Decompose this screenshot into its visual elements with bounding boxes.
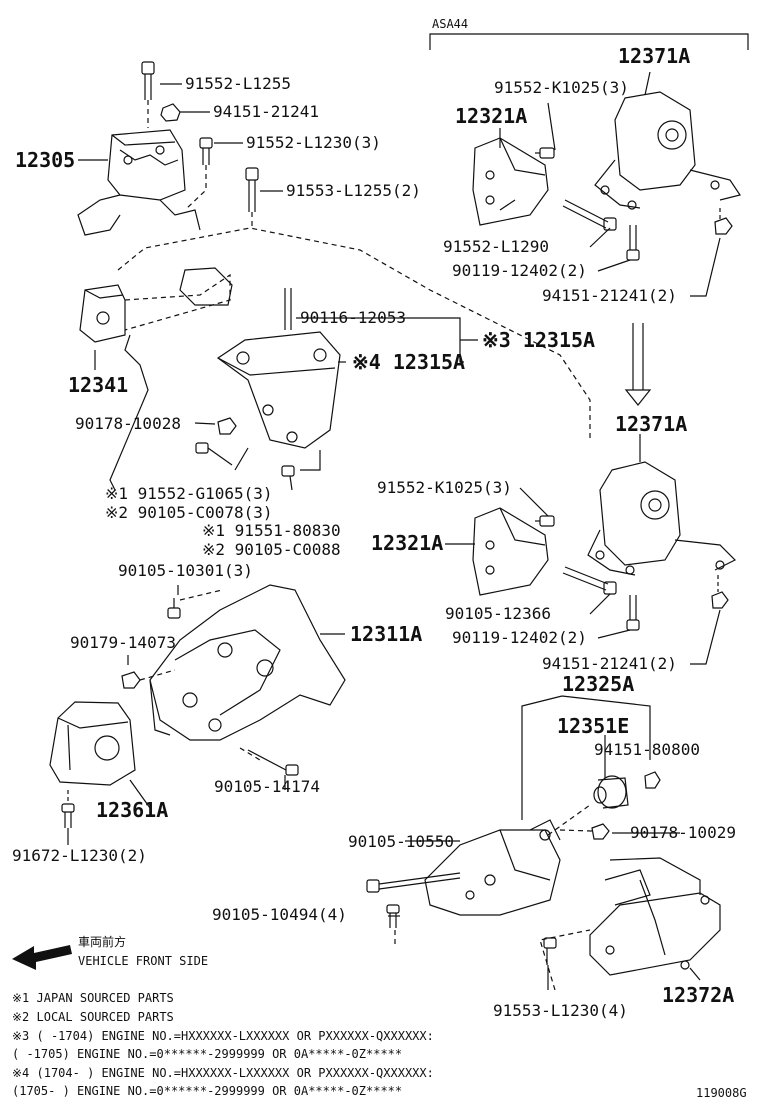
bolt-91552-L1255-drawing — [141, 61, 155, 100]
label-91552-L1255: 91552-L1255 — [185, 74, 291, 93]
front-side-label-en: VEHICLE FRONT SIDE — [78, 954, 209, 968]
bracket-12321A-mid-drawing — [472, 507, 549, 596]
label-12321A-mid: 12321A — [371, 531, 444, 555]
label-90105-10494-4: 90105-10494(4) — [212, 905, 347, 924]
label-12341: 12341 — [68, 373, 129, 397]
label-12315A-ref4: ※4 12315A — [352, 350, 466, 374]
label-90105-14174: 90105-14174 — [214, 777, 320, 796]
label-91553-L1255-2: 91553-L1255(2) — [286, 181, 421, 200]
label-90119-12402-2-mid: 90119-12402(2) — [452, 628, 587, 647]
bushing-12351E-drawing — [593, 775, 629, 809]
label-12315A-ref3: ※3 12315A — [482, 328, 596, 352]
label-90178-10029: 90178-10029 — [630, 823, 736, 842]
bolt-91552-G1065-drawing — [195, 442, 233, 466]
front-side-label-jp: 車両前方 — [78, 935, 127, 949]
label-90105-12366: 90105-12366 — [445, 604, 551, 623]
nut-90178-10028-drawing — [217, 417, 237, 435]
label-12311A: 12311A — [350, 622, 423, 646]
label-12305: 12305 — [15, 148, 76, 172]
bolt-91552-L1230-drawing — [199, 137, 213, 165]
bolt-90119-12402-top-drawing — [626, 225, 640, 261]
label-90105-10550: 90105-10550 — [348, 832, 454, 851]
nut-90178-10029-drawing — [591, 823, 610, 840]
label-94151-21241: 94151-21241 — [213, 102, 319, 121]
config-change-arrow — [624, 323, 652, 406]
bolt-90105-10301-drawing — [167, 598, 181, 619]
bolt-90119-12402-mid-drawing — [626, 595, 640, 631]
label-12371A-top: 12371A — [618, 44, 691, 68]
label-12351E: 12351E — [557, 714, 630, 738]
bolt-91552-K1025-mid-drawing — [535, 515, 555, 527]
label-94151-21241-2-top: 94151-21241(2) — [542, 286, 677, 305]
bracket-12372A-drawing — [589, 857, 721, 976]
note-2: ※2 LOCAL SOURCED PARTS — [12, 1010, 174, 1024]
engine-mount-12305-drawing — [77, 129, 201, 236]
label-91552-G1065-3: ※1 91552-G1065(3) — [105, 484, 273, 503]
bolt-91553-L1230-drawing — [543, 937, 557, 965]
label-12361A: 12361A — [96, 798, 169, 822]
label-91553-L1230-4: 91553-L1230(4) — [493, 1001, 628, 1020]
bolt-90105-14174-drawing — [247, 749, 299, 776]
label-91672-L1230-2: 91672-L1230(2) — [12, 846, 147, 865]
mount-12371A-mid-drawing — [587, 461, 737, 576]
front-direction-arrow — [12, 945, 72, 970]
bracket-12315A-drawing — [216, 288, 341, 449]
nut-94151-80800-drawing — [644, 771, 661, 789]
bolt-91672-L1230-drawing — [61, 790, 75, 828]
label-91552-L1290: 91552-L1290 — [443, 237, 549, 256]
label-90105-10301-3: 90105-10301(3) — [118, 561, 253, 580]
bolt-91552-L1290-drawing — [562, 199, 617, 231]
label-90116-12053: 90116-12053 — [300, 308, 406, 327]
mount-12361A-drawing — [49, 701, 136, 786]
note-4b: (1705- ) ENGINE NO.=0******-2999999 OR 0… — [12, 1084, 403, 1098]
label-12325A: 12325A — [562, 672, 635, 696]
model-code-label: ASA44 — [432, 17, 469, 31]
bolt-90105-12366-drawing — [562, 566, 617, 595]
label-90119-12402-2-top: 90119-12402(2) — [452, 261, 587, 280]
label-12371A-mid: 12371A — [615, 412, 688, 436]
bolt-91551-80830-drawing — [281, 465, 295, 491]
label-94151-21241-2-mid: 94151-21241(2) — [542, 654, 677, 673]
label-90105-C0078-3: ※2 90105-C0078(3) — [105, 503, 273, 522]
label-91552-K1025-3-top: 91552-K1025(3) — [494, 78, 629, 97]
figure-number: 119008G — [696, 1086, 747, 1100]
bolt-90105-10550-drawing — [366, 872, 461, 893]
mount-12341-drawing — [79, 267, 233, 343]
bolt-91553-L1255-drawing — [245, 167, 259, 212]
bolt-91552-K1025-top-drawing — [535, 147, 555, 159]
asa44-bracket-line — [429, 33, 749, 50]
label-91552-L1230-3: 91552-L1230(3) — [246, 133, 381, 152]
label-90105-C0088: ※2 90105-C0088 — [202, 540, 341, 559]
label-94151-80800: 94151-80800 — [594, 740, 700, 759]
label-12321A-top: 12321A — [455, 104, 528, 128]
bracket-12311A-drawing — [149, 584, 346, 741]
nut-94151-21241-top-drawing — [714, 217, 733, 235]
label-90179-14073: 90179-14073 — [70, 633, 176, 652]
nut-94151-21241-drawing — [160, 103, 181, 122]
label-12372A: 12372A — [662, 983, 735, 1007]
mount-assembly-12325A-drawing — [424, 819, 561, 916]
note-3a: ※3 ( -1704) ENGINE NO.=HXXXXXX-LXXXXXX O… — [12, 1029, 434, 1043]
note-3b: ( -1705) ENGINE NO.=0******-2999999 OR 0… — [12, 1047, 403, 1061]
bracket-12321A-top-drawing — [472, 137, 549, 226]
nut-90179-14073-drawing — [121, 671, 141, 689]
note-4a: ※4 (1704- ) ENGINE NO.=HXXXXXX-LXXXXXX O… — [12, 1066, 434, 1080]
label-91551-80830: ※1 91551-80830 — [202, 521, 341, 540]
label-90178-10028: 90178-10028 — [75, 414, 181, 433]
nut-94151-21241-mid-drawing — [711, 591, 729, 609]
note-1: ※1 JAPAN SOURCED PARTS — [12, 991, 174, 1005]
label-91552-K1025-3-mid: 91552-K1025(3) — [377, 478, 512, 497]
mount-12371A-top-drawing — [594, 91, 741, 210]
